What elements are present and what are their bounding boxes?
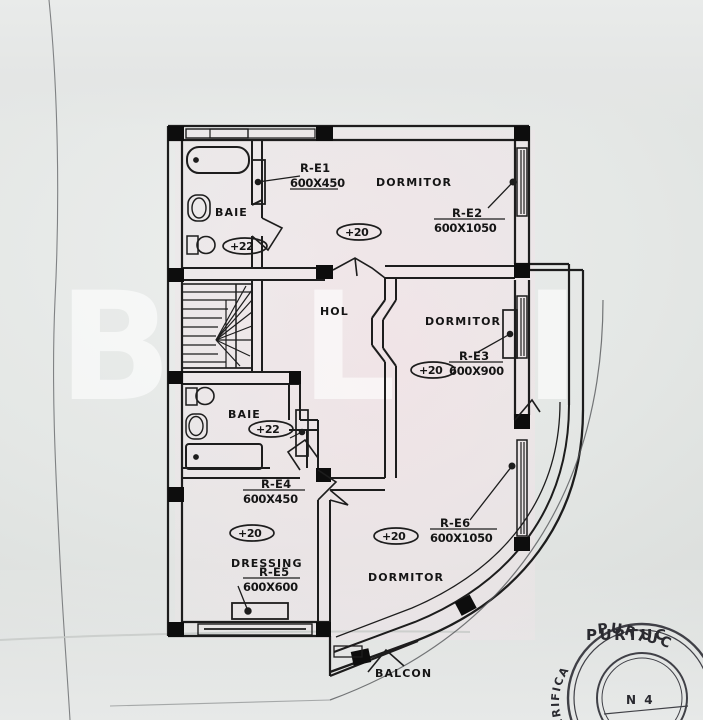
radiator-code-re2: R-E2: [452, 206, 483, 220]
radiator-code-re6: R-E6: [440, 516, 471, 530]
radiator-size-re3: 600X900: [449, 364, 504, 378]
level-mark-dormitor-top: +20: [345, 226, 369, 239]
paper-highlight-top: [0, 0, 703, 130]
room-label-balcon: BALCON: [375, 667, 433, 680]
radiator-size-re5: 600X600: [243, 580, 298, 594]
radiator-code-re5: R-E5: [259, 565, 290, 579]
room-label-baie-top: BAIE: [215, 206, 248, 219]
stamp-text-purtuc: PURTUC: [586, 626, 669, 644]
radiator-size-re4: 600X450: [243, 492, 298, 506]
level-mark-baie-top: +22: [230, 240, 254, 253]
level-mark-dressing: +20: [238, 527, 262, 540]
svg-text:N 4: N 4: [626, 693, 655, 707]
level-mark-baie-bottom: +22: [256, 423, 280, 436]
radiator-code-re4: R-E4: [261, 477, 292, 491]
radiator-code-re1: R-E1: [300, 161, 331, 175]
radiator-size-re1: 600X450: [290, 176, 345, 190]
room-label-baie-bottom: BAIE: [228, 408, 261, 421]
room-label-dormitor-top: DORMITOR: [376, 176, 453, 189]
watermark-blitz: B L I T Z: [58, 261, 703, 435]
level-mark-dormitor-bot: +20: [382, 530, 406, 543]
room-label-dressing: DRESSING: [231, 557, 303, 570]
radiator-size-re2: 600X1050: [434, 221, 497, 235]
room-label-dormitor-mid: DORMITOR: [425, 315, 502, 328]
radiator-size-re6: 600X1050: [430, 531, 493, 545]
radiator-code-re3: R-E3: [459, 349, 490, 363]
room-label-dormitor-bot: DORMITOR: [368, 571, 445, 584]
level-mark-dormitor-mid: +20: [419, 364, 443, 377]
room-label-hol: HOL: [320, 305, 349, 318]
official-stamp: PURTUC VERIFICA N 4: [549, 622, 703, 720]
